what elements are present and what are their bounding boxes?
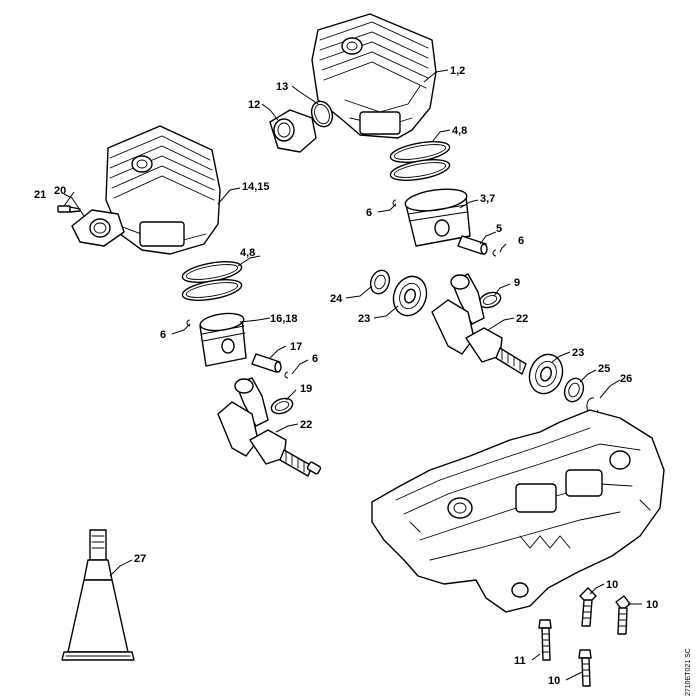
callout-23-right: 23 <box>572 347 584 359</box>
piston-rings-upper[interactable] <box>389 138 451 184</box>
callout-24: 24 <box>330 293 343 305</box>
screw-10-a[interactable] <box>579 587 597 627</box>
callout-10-top: 10 <box>606 579 618 591</box>
callout-27: 27 <box>134 553 146 565</box>
piston-upper[interactable] <box>404 186 471 247</box>
callout-19: 19 <box>300 383 312 395</box>
callout-23-left: 23 <box>358 313 370 325</box>
callout-14-15: 14,15 <box>242 181 270 193</box>
callout-22-upper: 22 <box>516 313 528 325</box>
callout-10-bottom: 10 <box>548 675 560 687</box>
callout-4-8-lower: 4,8 <box>240 247 255 259</box>
crankshaft-lower[interactable] <box>217 377 322 477</box>
callout-6-upper-right: 6 <box>518 235 524 247</box>
callout-6-lower-right: 6 <box>312 353 318 365</box>
cylinder-lower[interactable] <box>105 125 221 255</box>
callout-17: 17 <box>290 341 302 353</box>
callout-4-8-upper: 4,8 <box>452 125 467 137</box>
piston-pin-17[interactable] <box>251 353 282 373</box>
callout-6-upper-left: 6 <box>366 207 372 219</box>
callout-21: 21 <box>34 189 46 201</box>
ball-bearing-23-left[interactable] <box>388 272 432 321</box>
callout-10-right: 10 <box>646 599 658 611</box>
oil-seal-24[interactable] <box>367 268 392 297</box>
leader-lines <box>63 69 642 681</box>
callout-12: 12 <box>248 99 260 111</box>
ball-bearing-23-right[interactable] <box>524 350 568 399</box>
circlip-lower-left[interactable] <box>186 319 191 327</box>
callout-22-lower: 22 <box>300 419 312 431</box>
crankshaft-upper[interactable] <box>431 273 527 375</box>
piston-lower[interactable] <box>199 311 247 367</box>
callout-25: 25 <box>598 363 610 375</box>
grease-tube-27[interactable] <box>61 529 135 661</box>
callout-26: 26 <box>620 373 632 385</box>
piston-rings-lower[interactable] <box>181 258 243 304</box>
callout-labels: 1,2 13 12 4,8 21 20 14,15 6 3,7 5 6 4,8 … <box>34 65 658 687</box>
screw-21[interactable] <box>57 205 81 213</box>
circlip-lower-right[interactable] <box>284 371 289 379</box>
oil-seal-25[interactable] <box>561 376 586 405</box>
callout-20: 20 <box>54 185 66 197</box>
intake-flange-20[interactable] <box>71 209 125 247</box>
callout-9: 9 <box>514 277 520 289</box>
callout-13: 13 <box>276 81 288 93</box>
screw-10-c[interactable] <box>578 649 592 687</box>
crankcase[interactable] <box>371 409 665 613</box>
callout-3-7: 3,7 <box>480 193 495 205</box>
circlip-upper-left[interactable] <box>392 199 397 207</box>
screw-11[interactable] <box>538 619 552 661</box>
callout-1-2: 1,2 <box>450 65 465 77</box>
callout-5: 5 <box>496 223 502 235</box>
needle-bearing-19[interactable] <box>269 396 294 417</box>
drawing-code: 2710ET021 SC <box>685 648 692 696</box>
circlip-upper-right[interactable] <box>492 249 497 257</box>
callout-11: 11 <box>514 655 526 667</box>
piston-pin-5[interactable] <box>457 235 488 255</box>
screw-10-b[interactable] <box>615 595 631 635</box>
intake-flange-12[interactable] <box>269 109 317 153</box>
callout-16-18: 16,18 <box>270 313 298 325</box>
callout-6-lower-left: 6 <box>160 329 166 341</box>
cylinder-upper[interactable] <box>311 13 437 139</box>
clamp-13[interactable] <box>308 98 336 129</box>
